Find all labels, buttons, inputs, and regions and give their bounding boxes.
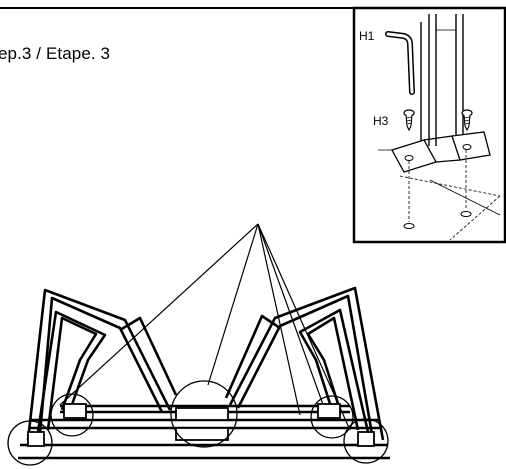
left-leg-frame [26, 288, 178, 441]
label-h1: H1 [359, 29, 375, 43]
screw-icon [461, 109, 473, 132]
step-label: ep.3 / Etape. 3 [0, 44, 111, 63]
label-h3: H3 [373, 114, 389, 128]
right-leg-frame [224, 286, 385, 441]
screw-icon [403, 109, 415, 132]
inset-detail: H1 H3 [352, 6, 506, 244]
corner-brackets [27, 403, 375, 447]
screw-hole [460, 211, 472, 217]
callout-lines [59, 223, 351, 431]
fastening-circles [7, 380, 389, 466]
screw-hole [403, 223, 415, 229]
bracket-plate [391, 131, 491, 173]
leg-tubes [420, 14, 464, 150]
